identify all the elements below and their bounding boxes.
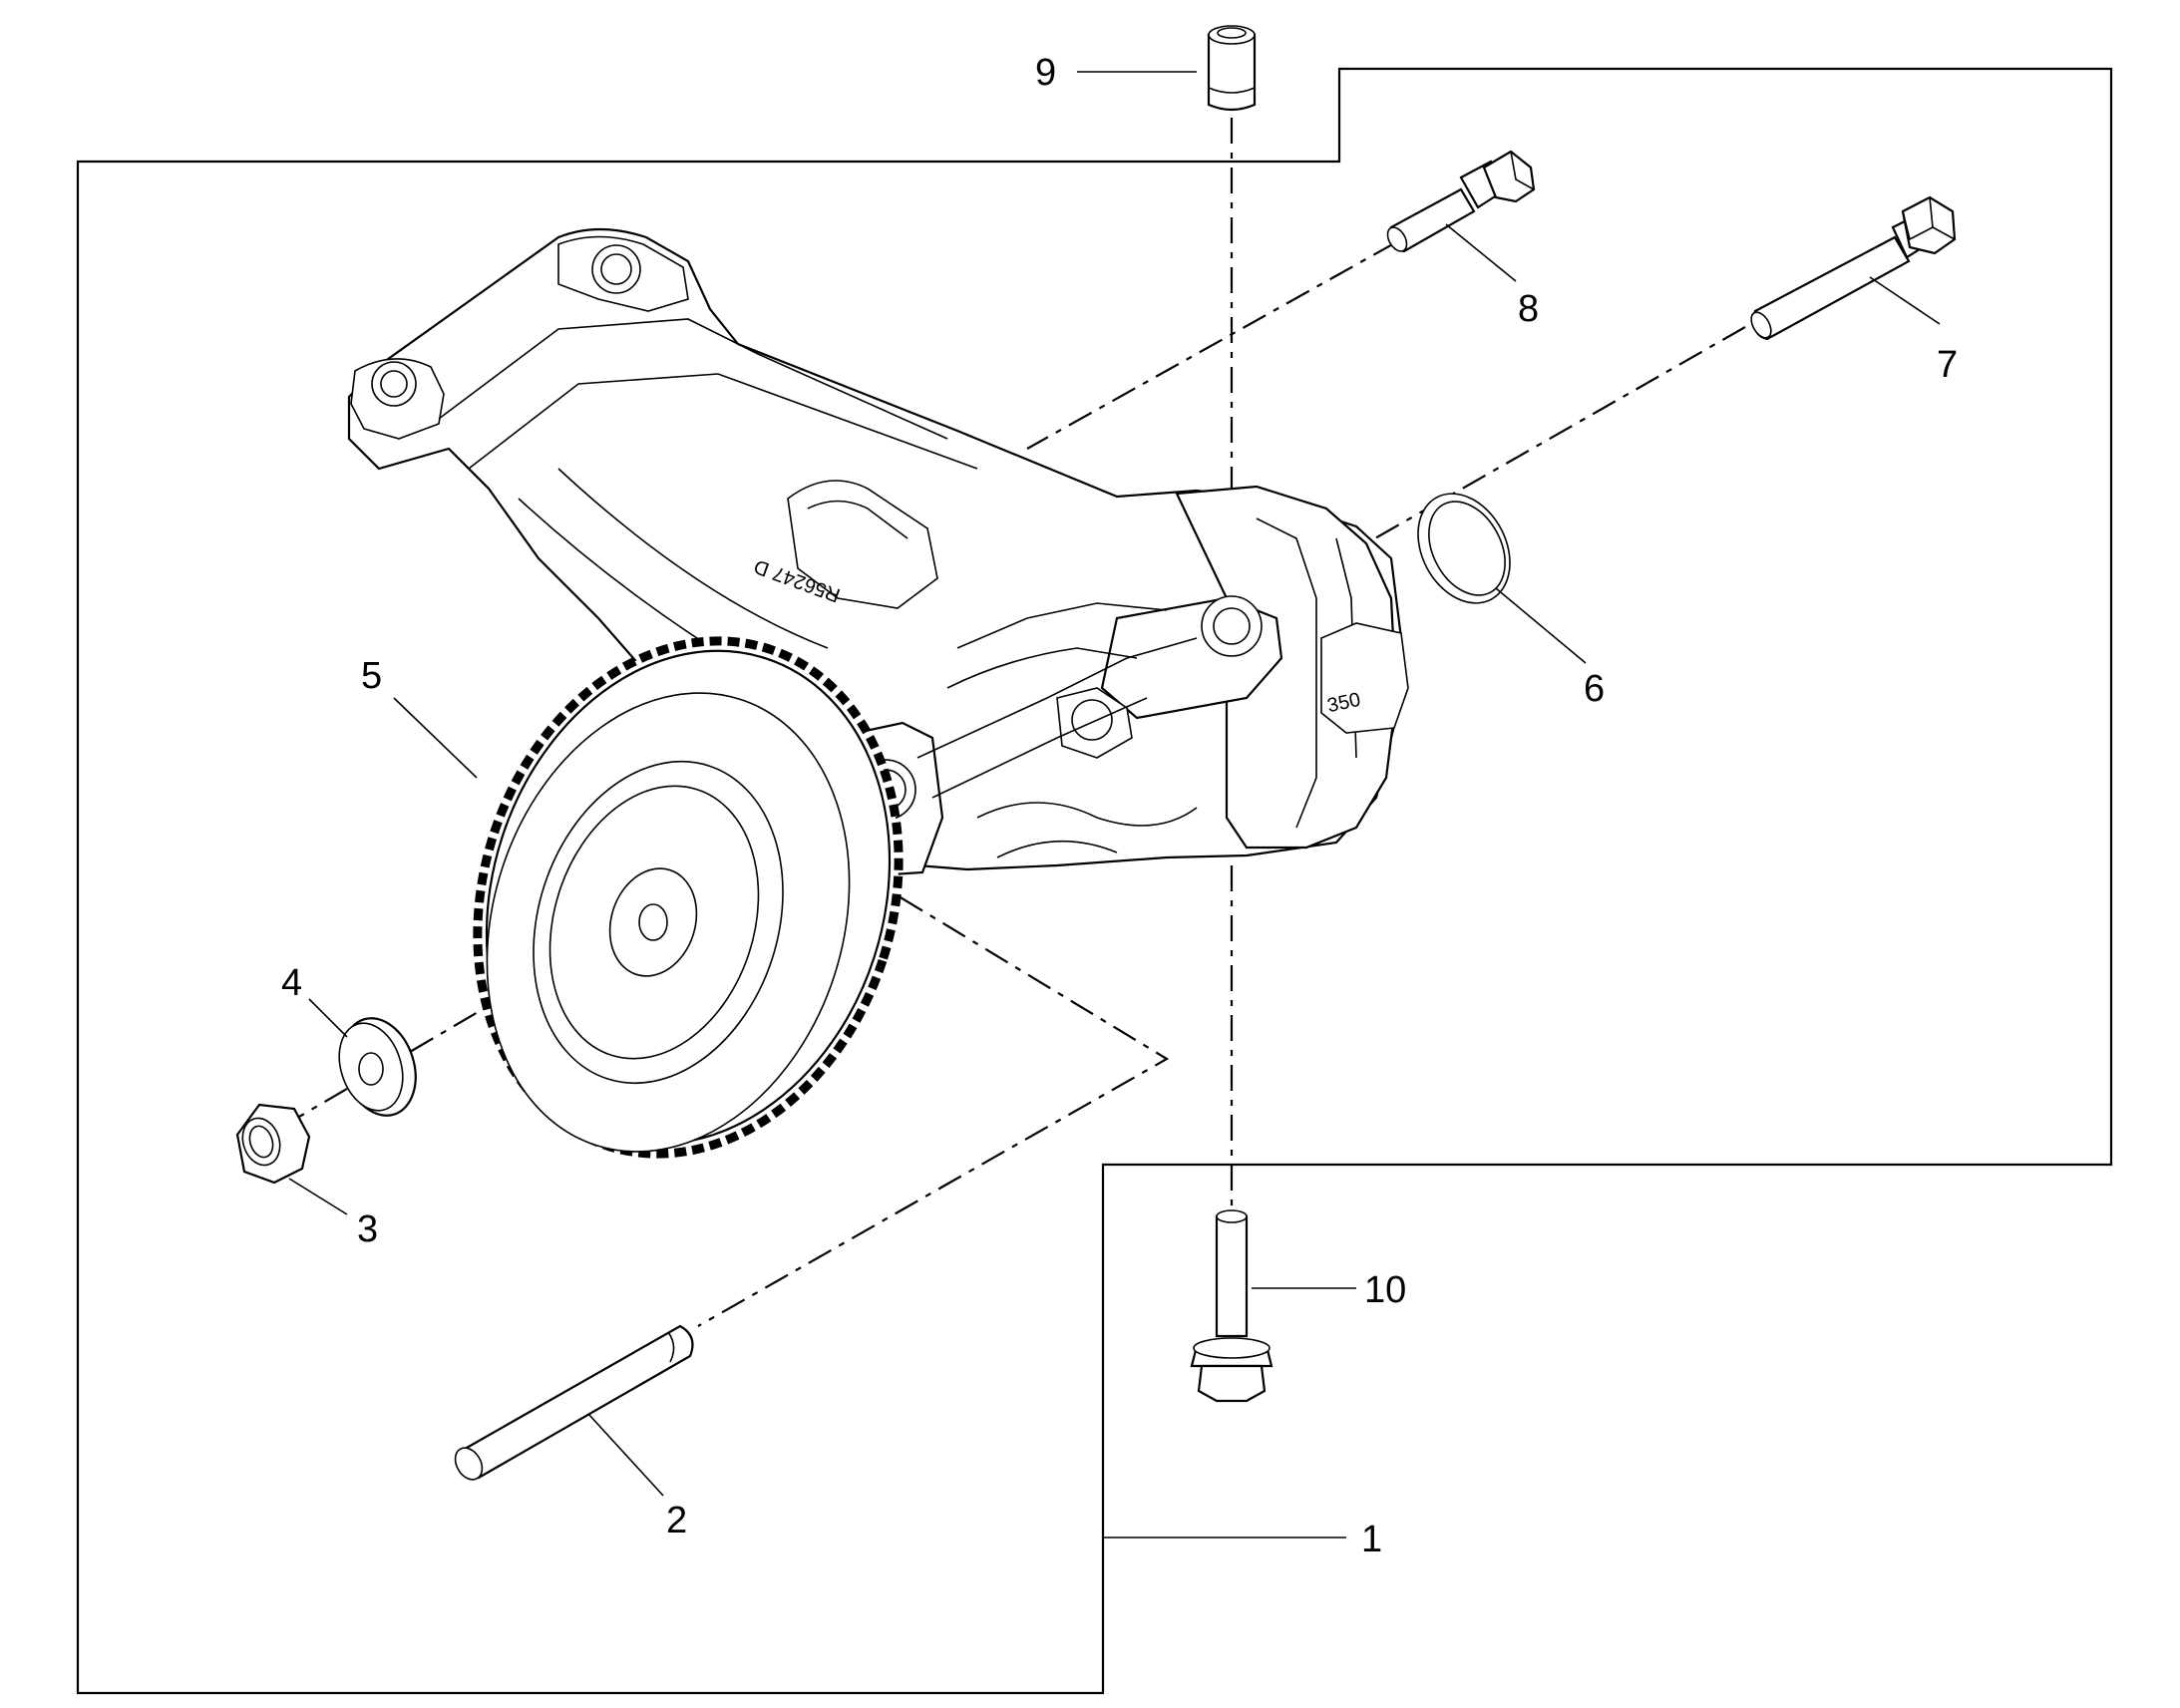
long-hex-bolt xyxy=(1750,195,1957,341)
leader-line-3 xyxy=(288,1178,348,1215)
callout-6: 6 xyxy=(1584,668,1605,710)
leader-line-8 xyxy=(1445,223,1517,282)
leader-line-5 xyxy=(393,697,478,779)
bushing-part xyxy=(1207,25,1257,112)
callout-8: 8 xyxy=(1518,288,1539,330)
leader-line-2 xyxy=(587,1413,664,1497)
callout-1: 1 xyxy=(1361,1519,1382,1560)
drive-gear xyxy=(473,636,904,1159)
leader-line-7 xyxy=(1869,276,1941,325)
short-flange-bolt xyxy=(1386,150,1536,253)
vertical-flange-bolt xyxy=(1190,1209,1273,1403)
axis-line-8 xyxy=(1026,241,1397,450)
callout-7: 7 xyxy=(1937,344,1958,386)
leader-line-6 xyxy=(1495,587,1587,664)
callout-10: 10 xyxy=(1364,1269,1406,1311)
hex-nut xyxy=(235,1103,311,1185)
callout-3: 3 xyxy=(357,1208,378,1250)
callout-5: 5 xyxy=(361,655,382,697)
callout-9: 9 xyxy=(1035,52,1056,94)
o-ring-seal xyxy=(1417,493,1511,604)
washer xyxy=(338,1017,417,1117)
axis-line-pin xyxy=(697,870,1170,1327)
callout-4: 4 xyxy=(281,962,302,1004)
callout-2: 2 xyxy=(666,1500,687,1541)
oil-pump-body: 350 R56247 D xyxy=(347,227,1409,877)
assembly-boundary xyxy=(76,67,2113,1695)
leader-line-4 xyxy=(308,998,348,1038)
pin-shaft xyxy=(454,1324,694,1481)
